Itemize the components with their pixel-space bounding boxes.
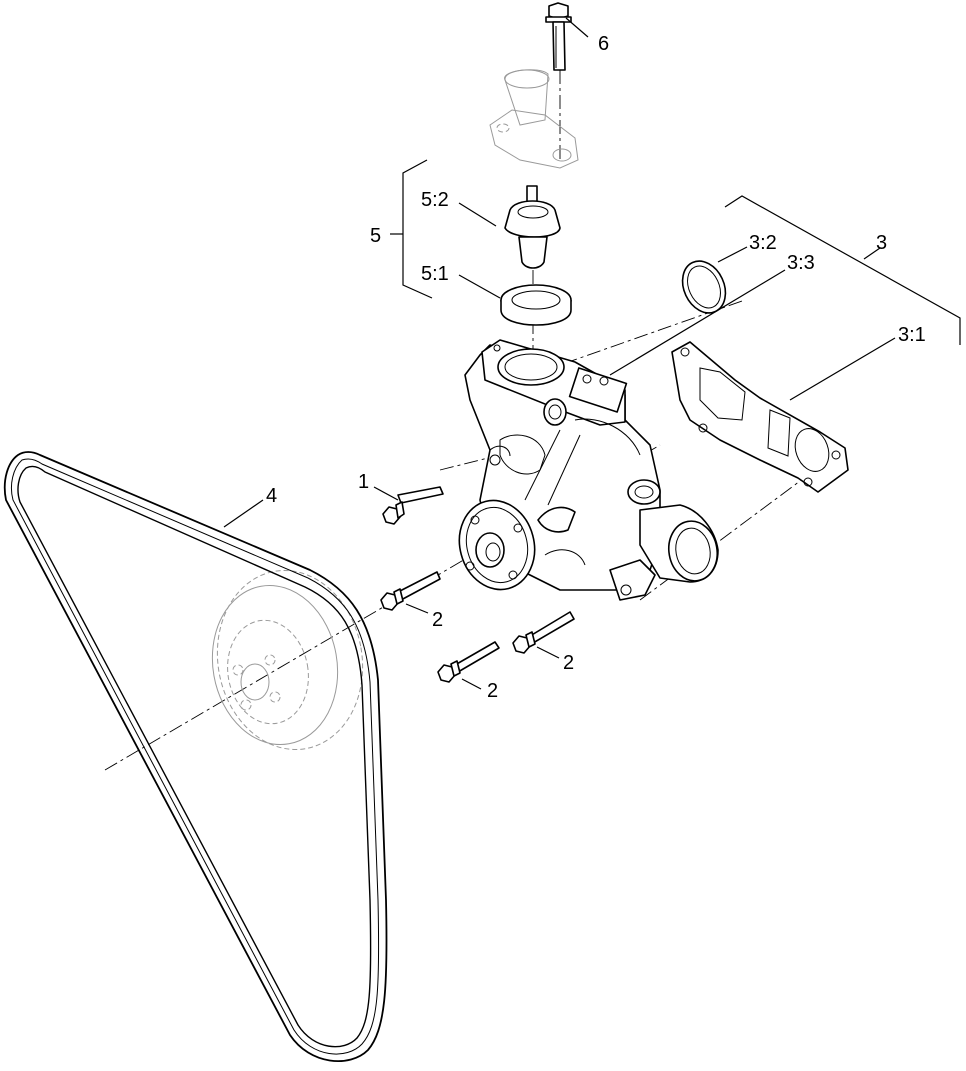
callout-5-1: 5:1 — [421, 263, 449, 285]
crank-pulley-ghost — [211, 569, 364, 751]
callout-3-2: 3:2 — [749, 232, 777, 254]
callout-3-3: 3:3 — [787, 252, 815, 274]
callout-5-2: 5:2 — [421, 189, 449, 211]
callout-3: 3 — [876, 232, 887, 254]
bolt-2-lower-right — [512, 611, 575, 654]
thermostat-cover-ghost — [489, 69, 579, 169]
callout-1: 1 — [358, 471, 369, 493]
callout-4: 4 — [266, 485, 277, 507]
bracket-5 — [390, 159, 433, 299]
bolt-6 — [545, 2, 572, 71]
callout-2-upper: 2 — [432, 609, 443, 631]
callout-labels: 6 5:2 5 5:1 3 3:2 3:3 3:1 1 4 2 2 2 — [266, 33, 926, 702]
leader-lines — [223, 17, 896, 690]
thermostat-5-2 — [504, 185, 561, 269]
bolt-2-lower-left — [437, 641, 500, 683]
bracket-3 — [724, 195, 961, 345]
seal-ring-5-1 — [500, 284, 572, 326]
v-belt-4 — [3, 451, 388, 1062]
bolt-2-upper — [380, 571, 441, 611]
o-ring-3-2 — [681, 260, 727, 314]
callout-2-lower-right: 2 — [563, 652, 574, 674]
gasket-3-1 — [671, 341, 849, 493]
water-pump-housing — [458, 339, 719, 601]
callout-6: 6 — [598, 33, 609, 55]
bolt-1 — [382, 486, 444, 525]
callout-2-lower-left: 2 — [487, 680, 498, 702]
callout-3-1: 3:1 — [898, 324, 926, 346]
callout-5: 5 — [370, 225, 381, 247]
